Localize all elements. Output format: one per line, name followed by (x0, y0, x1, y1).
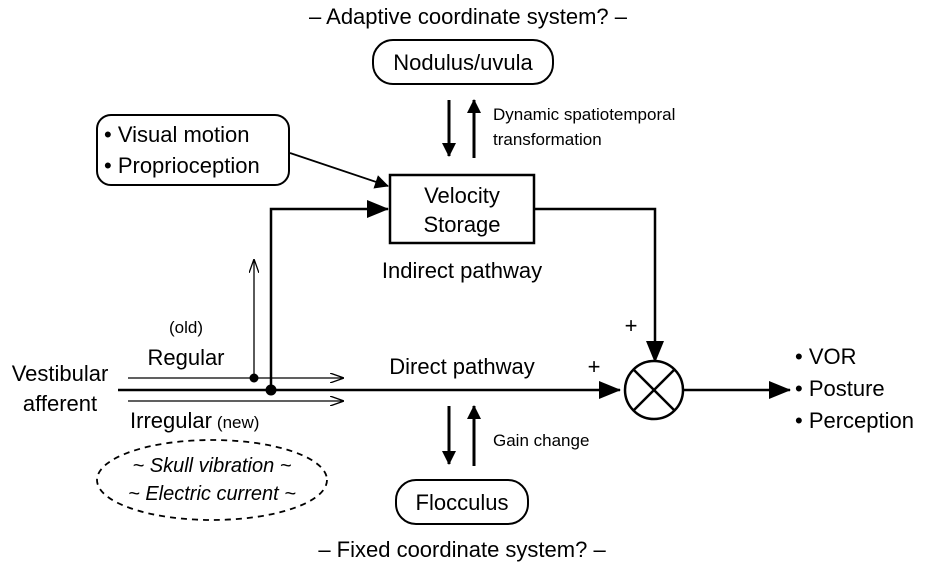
vestibular-line1: Vestibular (12, 361, 109, 386)
summing-cross-2 (633, 369, 675, 411)
output-item-posture: • Posture (795, 376, 885, 401)
stimuli-line2: ~ Electric current ~ (128, 483, 296, 505)
nodulus-label: Nodulus/uvula (393, 50, 533, 75)
nodulus-box (372, 39, 554, 85)
irregular-qualifier: (new) (217, 413, 260, 432)
top-caption: – Adaptive coordinate system? – (309, 4, 628, 29)
bottom-caption: – Fixed coordinate system? – (318, 537, 606, 562)
regular-qualifier: (old) (169, 318, 203, 337)
regular-junction-dot (249, 373, 259, 383)
gain-change-label: Gain change (493, 431, 589, 450)
plus-sign-top: + (625, 313, 638, 338)
velocity-storage-line1: Velocity (424, 183, 500, 208)
plus-sign-left: + (588, 354, 601, 379)
main-junction-dot (265, 384, 277, 396)
indirect-pathway-line (269, 200, 389, 390)
dynamic-label-line2: transformation (493, 130, 602, 149)
indirect-pathway-label: Indirect pathway (382, 258, 542, 283)
vestibular-line2: afferent (23, 391, 97, 416)
stimuli-line1: ~ Skull vibration ~ (133, 455, 292, 477)
direct-pathway-label: Direct pathway (389, 354, 535, 379)
sensory-item-proprio: • Proprioception (104, 153, 260, 178)
irregular-label: Irregular (new) (130, 408, 259, 433)
stimuli-ellipse (96, 439, 328, 521)
output-item-perception: • Perception (795, 408, 914, 433)
output-item-vor: • VOR (795, 344, 857, 369)
flocculus-box (395, 479, 529, 525)
indirect-output-line (534, 207, 664, 363)
velocity-storage-line2: Storage (423, 212, 500, 237)
regular-label: Regular (147, 345, 224, 370)
sensory-inputs-box (96, 114, 290, 186)
velocity-storage-box (388, 173, 536, 245)
irregular-label-text: Irregular (130, 408, 212, 433)
flocculus-label: Flocculus (416, 490, 509, 515)
dynamic-label-line1: Dynamic spatiotemporal (493, 105, 675, 124)
sensory-arrow (289, 152, 389, 189)
sensory-item-visual: • Visual motion (104, 122, 249, 147)
